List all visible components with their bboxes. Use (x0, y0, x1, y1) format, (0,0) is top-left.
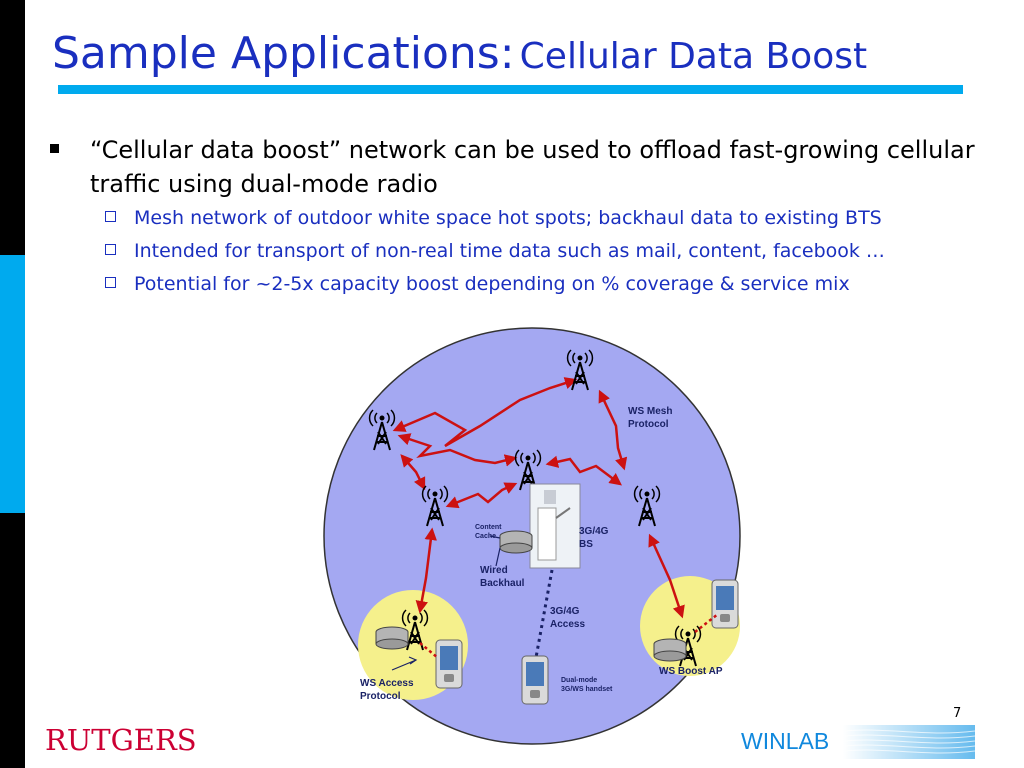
label-bs: BS (579, 539, 593, 550)
label-bs-type: 3G/4G (579, 526, 609, 537)
content-cache-icon (499, 530, 533, 554)
sub-bullet-3: Potential for ~2-5x capacity boost depen… (105, 273, 850, 295)
mesh-links (392, 377, 685, 619)
content-cache-icon-right (653, 638, 687, 662)
label-ws-boost-ap: WS Boost AP (659, 666, 723, 677)
label-wired: Wired (480, 565, 508, 576)
bullet-square-icon (50, 144, 59, 153)
base-station-icon (529, 483, 581, 569)
sub-bullet-box-icon (105, 244, 116, 255)
winlab-text: WINLAB (741, 728, 830, 754)
title-underline (58, 85, 963, 94)
title-sub: Cellular Data Boost (519, 36, 868, 77)
label-content: Content (475, 524, 502, 531)
wired-backhaul-line (533, 569, 554, 664)
title-main: Sample Applications: (52, 28, 515, 79)
sub-bullet-text: Potential for ~2-5x capacity boost depen… (134, 273, 850, 295)
sub-bullet-text: Mesh network of outdoor white space hot … (134, 207, 882, 229)
phone-icon-right (711, 579, 739, 629)
label-ws-mesh: WS Mesh (628, 406, 672, 417)
slide-title: Sample Applications: Cellular Data Boost (52, 28, 867, 79)
rutgers-logo: RUTGERS (45, 723, 197, 757)
label-dual-mode: Dual-mode (561, 677, 597, 684)
phone-icon-left (435, 639, 463, 689)
sub-bullet-text: Intended for transport of non-real time … (134, 240, 885, 262)
label-access: Access (550, 619, 585, 630)
content-cache-icon-left (375, 626, 409, 650)
sub-bullet-box-icon (105, 277, 116, 288)
sub-bullet-box-icon (105, 211, 116, 222)
page-number: 7 (953, 706, 962, 721)
label-cache: Cache (475, 533, 496, 540)
label-ws-access: WS Access (360, 678, 414, 689)
label-access-type: 3G/4G (550, 606, 580, 617)
left-accent-bar (0, 255, 25, 513)
sub-bullet-2: Intended for transport of non-real time … (105, 240, 885, 262)
sub-bullet-1: Mesh network of outdoor white space hot … (105, 207, 882, 229)
label-handset: 3G/WS handset (561, 686, 613, 693)
label-ws-access-protocol: Protocol (360, 691, 401, 702)
dual-mode-handset-icon (521, 655, 549, 705)
label-ws-mesh-protocol: Protocol (628, 419, 669, 430)
main-bullet: “Cellular data boost” network can be use… (90, 136, 975, 198)
winlab-logo: WINLAB (735, 725, 975, 759)
label-backhaul: Backhaul (480, 578, 525, 589)
cellular-boost-diagram: WS Mesh Protocol Content Cache 3G/4G BS … (323, 327, 741, 745)
winlab-wave-graphic (735, 725, 975, 759)
